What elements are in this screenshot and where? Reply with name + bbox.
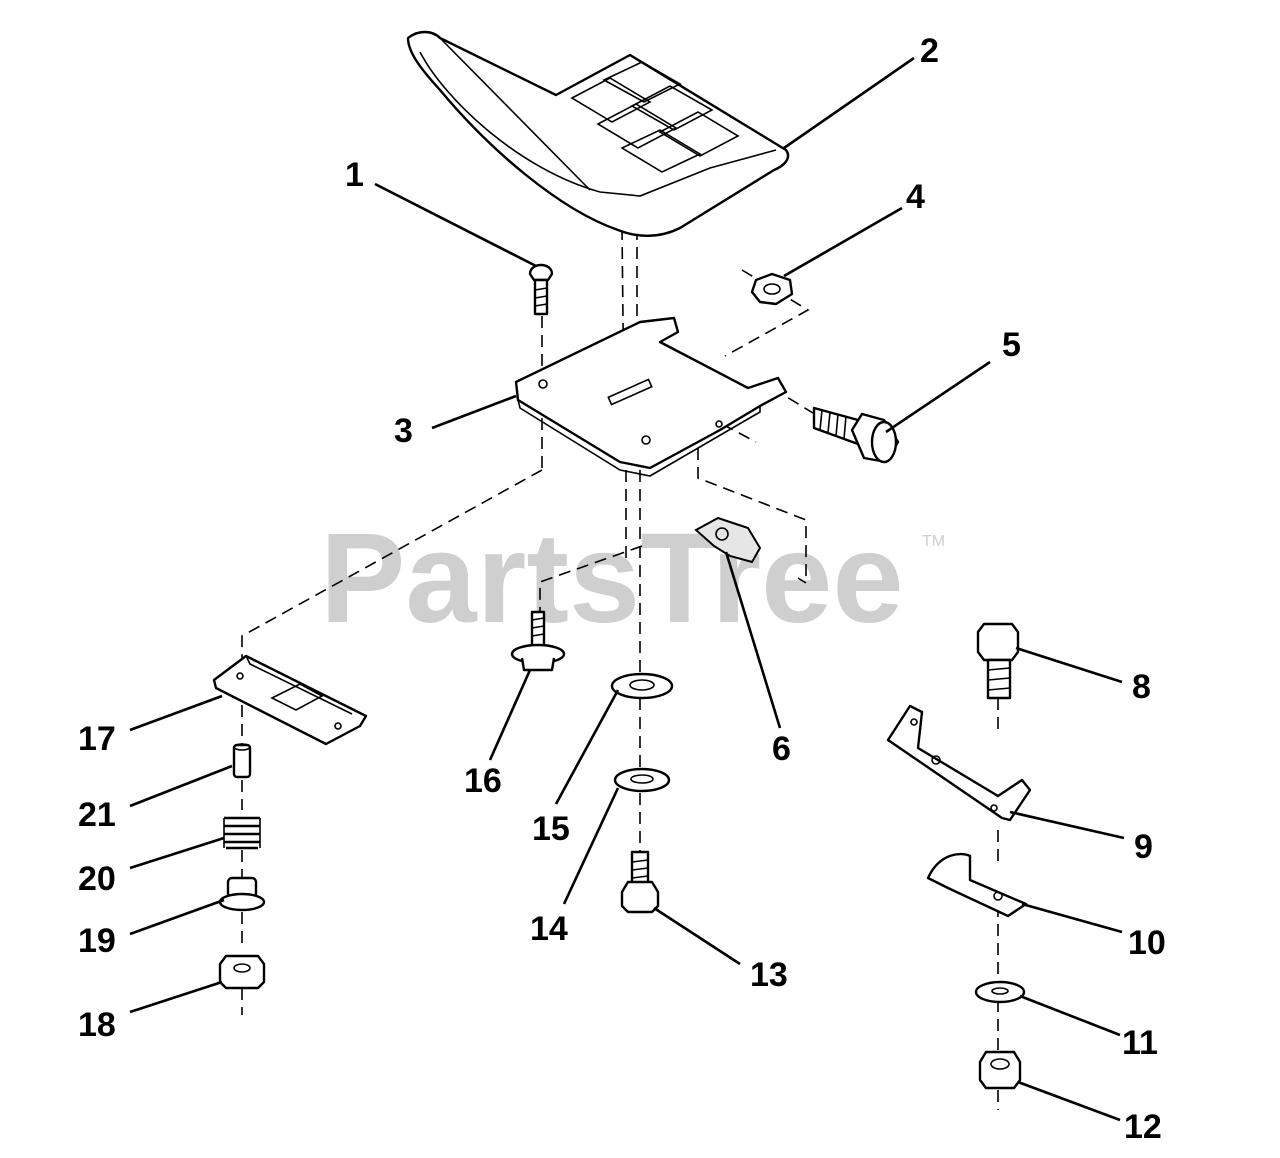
callout-8: 8	[1132, 668, 1151, 706]
seat-plate-part	[514, 316, 788, 477]
bracket-part-9	[886, 704, 1032, 822]
callout-20: 20	[78, 860, 116, 898]
assembly-lines	[241, 227, 999, 1110]
callout-19: 19	[78, 922, 116, 960]
callout-12: 12	[1124, 1108, 1162, 1146]
callout-11: 11	[1122, 1024, 1158, 1062]
watermark-brand: PartsTree	[320, 507, 904, 650]
callout-17: 17	[78, 720, 116, 758]
clip-part-6	[694, 516, 762, 564]
callout-2: 2	[920, 32, 939, 70]
washer-part-15	[610, 672, 674, 700]
callout-9: 9	[1134, 828, 1153, 866]
latch-plate-part-17	[212, 654, 368, 746]
callout-5: 5	[1002, 326, 1021, 364]
leader-lines	[129, 56, 1125, 1122]
clip-part-10	[926, 852, 1028, 918]
bolt-part-8	[976, 622, 1020, 700]
callout-14: 14	[530, 910, 568, 948]
washer-part-11	[974, 980, 1026, 1004]
bolt-part-13	[620, 850, 660, 914]
washer-part-14	[613, 767, 671, 793]
callout-4: 4	[906, 178, 925, 216]
callout-1: 1	[345, 156, 364, 194]
callout-labels: 1 2 3 4 5 6 8 9 10 11 12 13 14 15 16 17 …	[78, 32, 1166, 1146]
nut-part-12	[978, 1050, 1022, 1090]
callout-13: 13	[750, 956, 788, 994]
nut-part-4	[750, 272, 794, 306]
pin-part-21	[232, 743, 252, 779]
bolt-part-1	[528, 263, 554, 316]
callout-16: 16	[464, 762, 502, 800]
bolt-part-5	[812, 406, 900, 464]
watermark-trademark: TM	[922, 533, 945, 550]
knob-part-19	[218, 876, 266, 912]
bolt-part-16	[510, 610, 566, 672]
callout-6: 6	[772, 730, 791, 768]
callout-3: 3	[394, 412, 413, 450]
spring-part-20	[223, 816, 261, 850]
nut-part-18	[218, 954, 266, 990]
seat-part	[406, 30, 790, 237]
callout-21: 21	[78, 796, 116, 834]
callout-10: 10	[1128, 924, 1166, 962]
callout-18: 18	[78, 1006, 116, 1044]
callout-15: 15	[532, 810, 570, 848]
